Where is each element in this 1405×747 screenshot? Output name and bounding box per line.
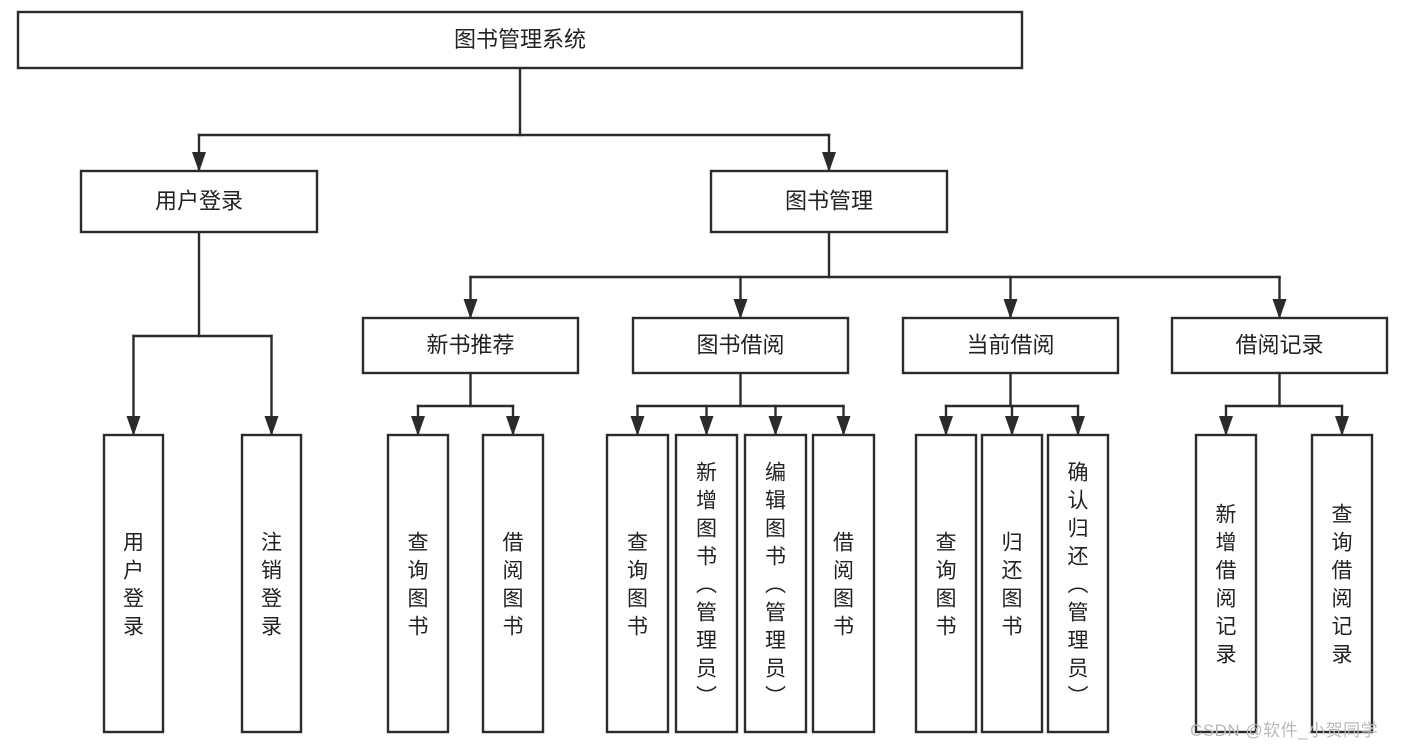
node-leaf-user-login[interactable]: 用户登录 (102, 433, 165, 734)
arrow-head-leaf-edit-book (768, 416, 783, 436)
arrow-head-leaf-query-record (1335, 416, 1349, 436)
node-box-leaf-logout (240, 433, 303, 734)
node-box-leaf-add-book (674, 433, 739, 734)
node-label-book-borrow: 图书借阅 (696, 332, 784, 357)
node-label-user-login: 用户登录 (155, 188, 243, 213)
node-label-leaf-return-book: 归还图书 (1002, 531, 1023, 638)
node-leaf-borrow-book[interactable]: 借阅图书 (811, 433, 876, 734)
node-book-borrow[interactable]: 图书借阅 (631, 316, 850, 375)
node-label-borrow-record: 借阅记录 (1235, 332, 1323, 357)
node-layer: 图书管理系统用户登录图书管理新书推荐图书借阅当前借阅借阅记录用户登录注销登录查询… (16, 10, 1389, 734)
node-box-leaf-borrow-book (811, 433, 876, 734)
node-leaf-logout[interactable]: 注销登录 (240, 433, 303, 734)
node-label-leaf-user-login: 用户登录 (123, 531, 144, 638)
connector-group-borrow-record (1219, 371, 1349, 436)
node-root[interactable]: 图书管理系统 (16, 10, 1024, 70)
node-label-leaf-query-book-cur: 查询图书 (936, 531, 957, 638)
node-box-borrow-record (1170, 316, 1389, 375)
arrow-head-book-borrow (733, 299, 748, 319)
node-box-leaf-return-book (980, 433, 1044, 734)
connector-group-book-manage (463, 230, 1287, 319)
node-label-leaf-confirm-return: 确认归还︵管理员︶ (1068, 461, 1089, 708)
arrow-head-leaf-add-book (699, 416, 714, 436)
connector-group-book-borrow (630, 371, 851, 436)
arrow-head-leaf-confirm-return (1071, 416, 1085, 436)
node-box-current-borrow (901, 316, 1120, 375)
node-label-leaf-borrow-book-rec: 借阅图书 (503, 531, 524, 638)
node-book-manage[interactable]: 图书管理 (709, 169, 949, 234)
node-box-leaf-query-book-cur (914, 433, 978, 734)
node-box-book-borrow (631, 316, 850, 375)
connector-group-root (192, 66, 836, 172)
node-box-leaf-add-record (1194, 433, 1258, 734)
node-box-user-login (79, 169, 319, 234)
node-box-leaf-edit-book (743, 433, 808, 734)
node-leaf-query-book-rec[interactable]: 查询图书 (386, 433, 450, 734)
connector-group-user-login (126, 230, 279, 436)
node-label-leaf-borrow-book: 借阅图书 (833, 531, 854, 638)
arrow-head-leaf-query-book-borrow (630, 416, 645, 436)
node-leaf-borrow-book-rec[interactable]: 借阅图书 (481, 433, 545, 734)
node-box-leaf-user-login (102, 433, 165, 734)
node-box-leaf-query-book-rec (386, 433, 450, 734)
node-box-leaf-query-book-borrow (605, 433, 670, 734)
arrow-head-user-login (192, 152, 206, 172)
node-label-book-manage: 图书管理 (785, 188, 873, 213)
node-label-leaf-query-book-borrow: 查询图书 (627, 531, 648, 638)
arrow-head-leaf-logout (264, 416, 279, 436)
node-leaf-edit-book[interactable]: 编辑图书︵管理员︶ (743, 433, 808, 734)
node-label-root: 图书管理系统 (454, 27, 586, 52)
arrow-head-borrow-record (1272, 299, 1287, 319)
arrow-head-current-borrow (1003, 299, 1018, 319)
arrow-head-book-manage (822, 152, 836, 172)
node-label-leaf-query-book-rec: 查询图书 (408, 531, 429, 638)
arrow-head-leaf-borrow-book (836, 416, 851, 436)
node-box-book-manage (709, 169, 949, 234)
node-label-leaf-edit-book: 编辑图书︵管理员︶ (765, 461, 786, 708)
node-current-borrow[interactable]: 当前借阅 (901, 316, 1120, 375)
node-label-current-borrow: 当前借阅 (966, 332, 1054, 357)
node-label-new-book-rec: 新书推荐 (426, 332, 514, 357)
node-box-root (16, 10, 1024, 70)
arrow-head-leaf-add-record (1219, 416, 1233, 436)
node-leaf-query-book-borrow[interactable]: 查询图书 (605, 433, 670, 734)
connector-layer (126, 66, 1349, 436)
connector-group-new-book-rec (411, 371, 520, 436)
node-label-leaf-add-book: 新增图书︵管理员︶ (696, 461, 717, 708)
node-box-leaf-confirm-return (1046, 433, 1110, 734)
node-label-leaf-logout: 注销登录 (261, 531, 282, 638)
node-leaf-query-book-cur[interactable]: 查询图书 (914, 433, 978, 734)
arrow-head-leaf-query-book-cur (939, 416, 953, 436)
node-label-leaf-add-record: 新增借阅记录 (1216, 503, 1237, 666)
node-box-leaf-borrow-book-rec (481, 433, 545, 734)
node-user-login[interactable]: 用户登录 (79, 169, 319, 234)
node-leaf-return-book[interactable]: 归还图书 (980, 433, 1044, 734)
node-leaf-add-record[interactable]: 新增借阅记录 (1194, 433, 1258, 734)
node-leaf-query-record[interactable]: 查询借阅记录 (1310, 433, 1374, 734)
node-leaf-add-book[interactable]: 新增图书︵管理员︶ (674, 433, 739, 734)
arrow-head-leaf-query-book-rec (411, 416, 425, 436)
node-label-leaf-query-record: 查询借阅记录 (1332, 503, 1353, 666)
arrow-head-leaf-user-login (126, 416, 141, 436)
node-borrow-record[interactable]: 借阅记录 (1170, 316, 1389, 375)
arrow-head-leaf-return-book (1005, 416, 1019, 436)
node-box-new-book-rec (361, 316, 580, 375)
node-new-book-rec[interactable]: 新书推荐 (361, 316, 580, 375)
arrow-head-leaf-borrow-book-rec (506, 416, 520, 436)
node-box-leaf-query-record (1310, 433, 1374, 734)
arrow-head-new-book-rec (463, 299, 478, 319)
connector-group-current-borrow (939, 371, 1085, 436)
node-leaf-confirm-return[interactable]: 确认归还︵管理员︶ (1046, 433, 1110, 734)
